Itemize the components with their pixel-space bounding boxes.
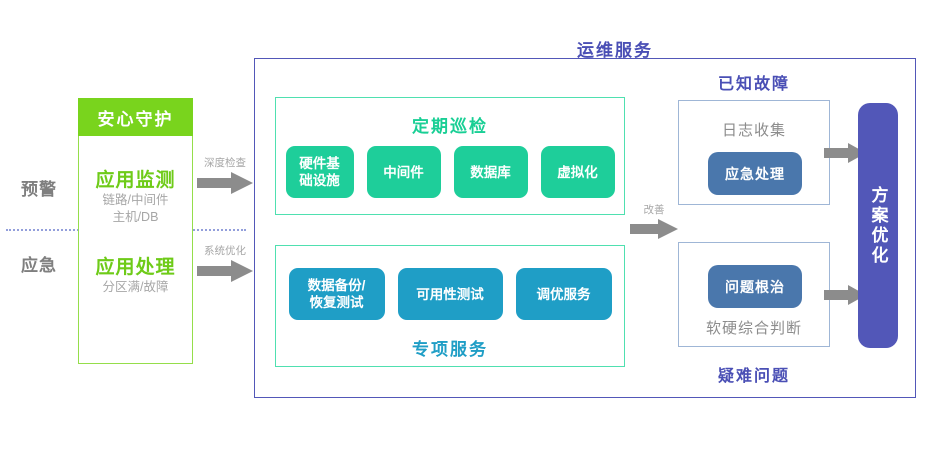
app-handle-sub-line1: 分区满/故障 (102, 280, 169, 294)
app-monitor-sub: 链路/中间件 主机/DB (74, 192, 197, 226)
chip-virtualization[interactable]: 虚拟化 (540, 146, 615, 198)
phase-label-warning: 预警 (21, 179, 57, 199)
app-monitor-sub-line1: 链路/中间件 (102, 193, 169, 207)
known-fault-muted-text: 日志收集 (721, 122, 786, 139)
connector-system-optimize-label: 系统优化 (204, 245, 246, 257)
chip-hardware-infra-line2: 础设施 (299, 173, 340, 188)
connector-deep-check-label: 深度检查 (204, 157, 246, 169)
difficult-problem-heading: 疑难问题 (717, 368, 790, 385)
guardian-header: 安心守护 (78, 98, 193, 136)
app-handle-sub: 分区满/故障 (74, 279, 197, 296)
connector-improve-label: 改善 (643, 204, 665, 216)
connector-improve: 改善 (630, 202, 678, 239)
panel-special-service-title: 专项服务 (412, 340, 488, 359)
arrow-right-icon (197, 260, 253, 282)
chip-tuning-service-label: 调优服务 (536, 286, 591, 302)
chip-availability-test-label: 可用性测试 (416, 286, 484, 302)
panel-routine-inspection-title: 定期巡检 (412, 117, 488, 136)
outcome-bar: 方案优化 (858, 103, 898, 348)
panel-routine-inspection-chips: 硬件基 础设施 中间件 数据库 虚拟化 (283, 146, 617, 198)
chip-hardware-infra[interactable]: 硬件基 础设施 (285, 146, 354, 198)
connector-deep-check: 深度检查 (196, 155, 254, 194)
arrow-right-icon (630, 219, 678, 239)
chip-tuning-service[interactable]: 调优服务 (515, 268, 612, 320)
chip-database[interactable]: 数据库 (453, 146, 528, 198)
app-handle-title: 应用处理 (95, 257, 176, 278)
pill-emergency-handling[interactable]: 应急处理 (708, 152, 802, 195)
chip-backup-restore-test[interactable]: 数据备份/ 恢复测试 (288, 268, 385, 320)
arrow-to-outcome-top-icon (824, 143, 866, 163)
diagram-title: 运维服务 (577, 41, 653, 60)
ops-service-frame (254, 58, 916, 398)
app-monitor-sub-line2: 主机/DB (112, 210, 159, 224)
chip-database-label: 数据库 (470, 164, 511, 180)
app-monitor-title: 应用监测 (95, 170, 176, 191)
chip-virtualization-label: 虚拟化 (557, 164, 598, 180)
pill-root-cause-fix[interactable]: 问题根治 (708, 265, 802, 308)
phase-label-emergency: 应急 (21, 255, 57, 275)
chip-backup-restore-test-line2: 恢复测试 (309, 295, 364, 310)
chip-availability-test[interactable]: 可用性测试 (397, 268, 503, 320)
chip-backup-restore-test-line1: 数据备份/ (307, 278, 366, 293)
panel-special-service-chips: 数据备份/ 恢复测试 可用性测试 调优服务 (283, 268, 617, 320)
chip-middleware-label: 中间件 (383, 164, 424, 180)
guardian-body (78, 136, 193, 364)
arrow-to-outcome-bottom-icon (824, 285, 866, 305)
difficult-problem-muted-text: 软硬综合判断 (705, 320, 802, 337)
connector-system-optimize: 系统优化 (196, 243, 254, 282)
known-fault-heading: 已知故障 (717, 76, 790, 93)
chip-hardware-infra-line1: 硬件基 (299, 156, 340, 171)
chip-middleware[interactable]: 中间件 (366, 146, 441, 198)
arrow-right-icon (197, 172, 253, 194)
